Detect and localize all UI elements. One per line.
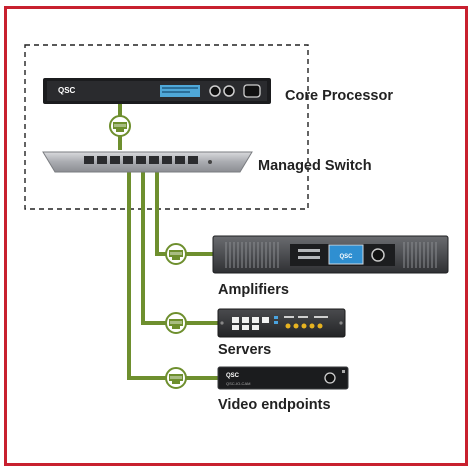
- managed-switch-device: [42, 151, 253, 173]
- video-endpoint-brand: QSC: [226, 373, 240, 379]
- video-endpoint-device: QSC QSC-IO-CAM: [217, 366, 349, 390]
- ethernet-port-icon: [165, 243, 187, 265]
- amplifier-brand: QSC: [339, 254, 353, 260]
- servers-label: Servers: [218, 342, 272, 358]
- managed-switch-label: Managed Switch: [258, 158, 372, 174]
- ethernet-port-icon: [165, 367, 187, 389]
- core-boundary: [24, 44, 309, 210]
- core-processor-device: QSC: [43, 78, 271, 104]
- switch-to-amplifiers-cable: [155, 172, 216, 256]
- video-endpoint-model: QSC-IO-CAM: [226, 381, 250, 386]
- server-device: [217, 308, 346, 338]
- ethernet-port-icon: [109, 115, 131, 137]
- ethernet-port-icon: [165, 312, 187, 334]
- switch-to-servers-cable: [141, 172, 218, 325]
- network-cables: [118, 104, 218, 380]
- core-processor-brand: QSC: [58, 86, 76, 95]
- core-processor-label: Core Processor: [285, 88, 393, 104]
- amplifiers-label: Amplifiers: [218, 282, 289, 298]
- video-endpoints-label: Video endpoints: [218, 397, 331, 413]
- switch-to-video-cable: [127, 172, 218, 380]
- amplifier-device: QSC: [212, 235, 449, 274]
- diagram-frame: [4, 6, 468, 466]
